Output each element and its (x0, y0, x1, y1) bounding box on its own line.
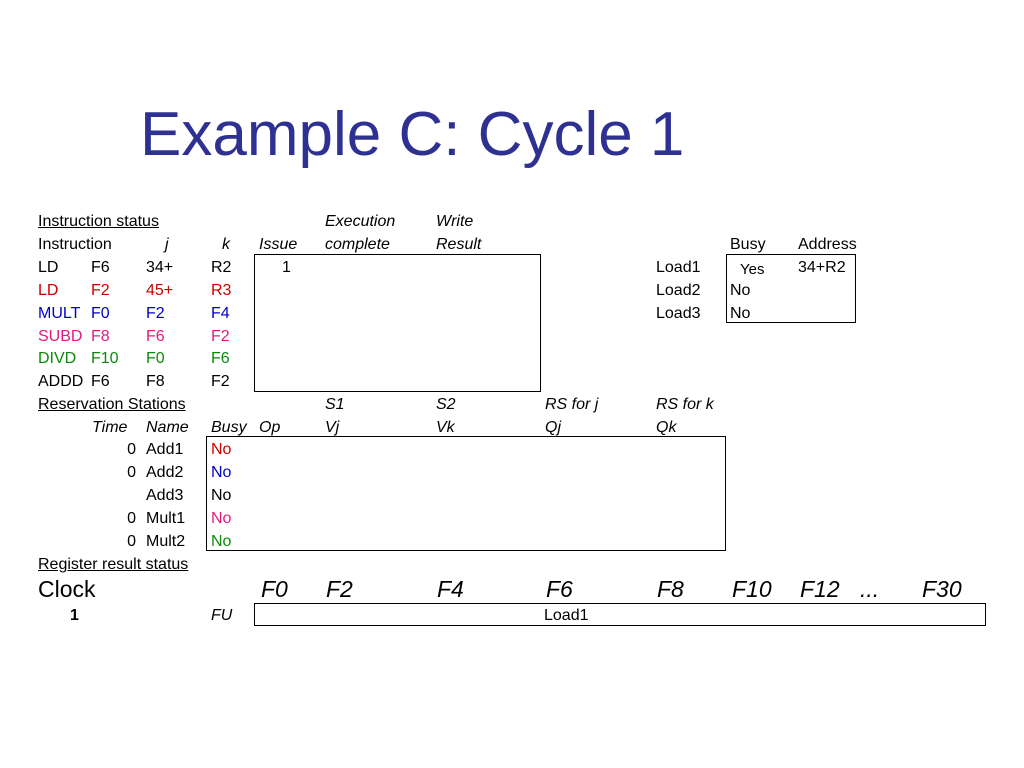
rs-col-s1: S1 (325, 396, 345, 413)
fu-label: FU (211, 607, 233, 624)
instr-op: LD (38, 259, 59, 276)
instr-j: 45+ (146, 282, 174, 299)
rs-col-rsj: RS for j (545, 396, 599, 413)
load-name: Load3 (656, 305, 701, 322)
instr-dest: F6 (91, 259, 110, 276)
instr-dest: F10 (91, 350, 119, 367)
rs-time: 0 (127, 533, 136, 550)
rs-col-rsk: RS for k (656, 396, 714, 413)
rs-time: 0 (127, 464, 136, 481)
rs-name: Mult1 (146, 510, 186, 527)
rs-name: Add1 (146, 441, 184, 458)
rs-name: Add3 (146, 487, 184, 504)
rs-time: 0 (127, 441, 136, 458)
col-complete: complete (325, 236, 390, 253)
rs-col-vk: Vk (436, 419, 455, 436)
rs-busy: No (211, 533, 232, 550)
reg-f6: F6 (546, 576, 573, 602)
clock-value: 1 (70, 607, 79, 624)
col-execution: Execution (325, 213, 396, 230)
instr-issue: 1 (282, 259, 291, 276)
col-write: Write (436, 213, 474, 230)
rs-col-time: Time (92, 419, 128, 436)
instr-k: F2 (211, 328, 230, 345)
instr-k: R3 (211, 282, 232, 299)
instr-op: SUBD (38, 328, 83, 345)
load-col-address: Address (798, 236, 857, 253)
register-status-heading: Register result status (38, 556, 189, 573)
reg-f8: F8 (657, 576, 684, 602)
reg-f0: F0 (261, 576, 288, 602)
reservation-stations-box (206, 436, 726, 551)
rs-time: 0 (127, 510, 136, 527)
instr-op: ADDD (38, 373, 84, 390)
col-result: Result (436, 236, 482, 253)
slide-title: Example C: Cycle 1 (140, 100, 685, 169)
instr-k: F4 (211, 305, 230, 322)
load-name: Load1 (656, 259, 701, 276)
col-k: k (222, 236, 230, 253)
rs-name: Mult2 (146, 533, 186, 550)
instruction-status-heading: Instruction status (38, 213, 159, 230)
rs-col-qj: Qj (545, 419, 561, 436)
rs-busy: No (211, 464, 232, 481)
reg-f2: F2 (326, 576, 353, 602)
instr-j: F8 (146, 373, 165, 390)
rs-col-name: Name (146, 419, 189, 436)
load-col-busy: Busy (730, 236, 766, 253)
instr-k: F6 (211, 350, 230, 367)
instr-k: F2 (211, 373, 230, 390)
instr-dest: F0 (91, 305, 110, 322)
reg-f30: F30 (922, 576, 962, 602)
reg-f10: F10 (732, 576, 772, 602)
reg-f12: F12 (800, 576, 840, 602)
reg-f4: F4 (437, 576, 464, 602)
col-issue: Issue (259, 236, 298, 253)
rs-col-qk: Qk (656, 419, 677, 436)
instr-dest: F8 (91, 328, 110, 345)
load-name: Load2 (656, 282, 701, 299)
rs-col-busy: Busy (211, 419, 247, 436)
load-busy: No (730, 305, 751, 322)
instr-j: 34+ (146, 259, 174, 276)
rs-busy: No (211, 510, 232, 527)
register-status-box (254, 603, 986, 626)
instr-op: DIVD (38, 350, 77, 367)
load-address: 34+R2 (798, 259, 846, 276)
instr-k: R2 (211, 259, 232, 276)
col-j: j (165, 236, 169, 253)
clock-label: Clock (38, 576, 96, 602)
load-buffer-box (726, 254, 856, 323)
instr-j: F0 (146, 350, 165, 367)
instr-op: LD (38, 282, 59, 299)
col-instruction: Instruction (38, 236, 112, 253)
instr-dest: F2 (91, 282, 110, 299)
rs-name: Add2 (146, 464, 184, 481)
load-busy: Yes (740, 261, 765, 278)
fu-f6: Load1 (544, 607, 589, 624)
rs-col-vj: Vj (325, 419, 340, 436)
rs-col-s2: S2 (436, 396, 456, 413)
reservation-stations-heading: Reservation Stations (38, 396, 186, 413)
instr-j: F6 (146, 328, 165, 345)
reg-ellipsis: ... (860, 576, 880, 602)
instr-dest: F6 (91, 373, 110, 390)
rs-col-op: Op (259, 419, 281, 436)
rs-busy: No (211, 487, 232, 504)
instruction-status-box (254, 254, 541, 392)
rs-busy: No (211, 441, 232, 458)
instr-op: MULT (38, 305, 81, 322)
load-busy: No (730, 282, 751, 299)
instr-j: F2 (146, 305, 165, 322)
